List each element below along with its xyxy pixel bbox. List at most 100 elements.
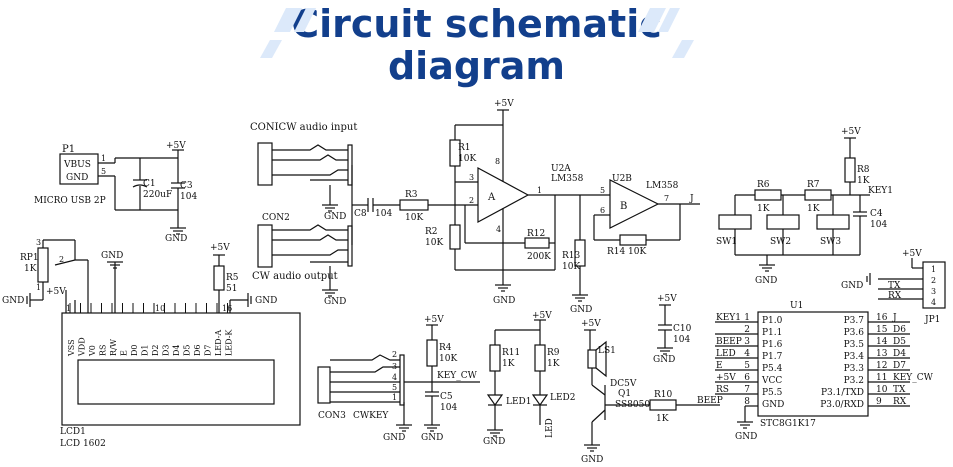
u1-left-pin-num: 5	[744, 361, 750, 371]
led-k-gnd-label: GND	[255, 296, 277, 306]
usb-pin-vbus: VBUS	[63, 160, 91, 170]
u1-left-pin-num: 6	[744, 373, 750, 383]
usb-gnd-label: GND	[165, 234, 187, 244]
u1-right-net: D5	[893, 337, 906, 347]
r14-val: 10K	[628, 247, 646, 257]
jp1-pin3: 3	[931, 287, 936, 296]
lcd-pin-n16: 16	[222, 304, 232, 313]
r5-val: 51	[226, 284, 237, 294]
c8-ref: C8	[354, 209, 367, 219]
u1-right-net: D7	[893, 361, 906, 371]
audio-output-label: CW audio output	[252, 271, 338, 282]
u2a-pin8: 8	[495, 157, 500, 166]
r8-5v-label: +5V	[841, 127, 861, 137]
r4-5v-label: +5V	[424, 315, 444, 325]
u2b-pin6: 6	[600, 206, 605, 215]
ls1-val: DC5V	[610, 379, 637, 389]
buzzer-driver	[584, 304, 720, 452]
c3-ref: C3	[180, 181, 193, 191]
cw-key-jack-con3	[317, 324, 480, 432]
u1-left-pin-num: 4	[744, 349, 750, 359]
banner-decoration	[260, 8, 694, 58]
u1-right-pin-name: P3.5	[844, 340, 865, 350]
mcu-u1	[715, 311, 910, 429]
lcd-module	[61, 312, 301, 426]
c10-val: 104	[673, 335, 690, 345]
rp1-pin2: 2	[59, 255, 64, 264]
c10-gnd-label: GND	[653, 355, 675, 365]
beep-net-label: BEEP	[697, 396, 723, 406]
u1-left-net: +5V	[716, 373, 736, 383]
usb-pin-gnd: GND	[66, 173, 88, 183]
r14-ref: R14	[607, 247, 626, 257]
u1-right-pin-num: 9	[876, 397, 882, 407]
u1-right-net: D6	[893, 325, 906, 335]
lcd-pin-label: E	[120, 350, 129, 356]
r11-val: 1K	[502, 359, 515, 369]
header-jp1	[866, 258, 946, 309]
rp1-pin1: 1	[36, 283, 41, 292]
u2b-pin7: 7	[664, 194, 669, 203]
u2a-pin4: 4	[496, 225, 501, 234]
r2-val: 10K	[425, 238, 443, 248]
u1-left-pin-name: GND	[762, 400, 784, 410]
c4-ref: C4	[870, 209, 883, 219]
c5-gnd-label: GND	[421, 433, 443, 443]
u2a-unit: A	[487, 192, 496, 203]
lcd-pin-label: D0	[130, 344, 139, 356]
u2a-ref: U2A	[551, 164, 571, 174]
opamp-gnd-label: GND	[493, 296, 515, 306]
u2a-pin1: 1	[537, 186, 542, 195]
rp1-5v-label: +5V	[46, 287, 66, 297]
con3-label: CWKEY	[353, 411, 389, 421]
r12-ref: R12	[527, 229, 545, 239]
lcd-pin-label: D1	[141, 344, 150, 356]
opamp-u2b	[572, 179, 700, 302]
lcd-pin-label: LED-A	[214, 330, 223, 356]
u1-right-pin-name: P3.6	[844, 328, 865, 338]
lcd-pin-label: LED-K	[225, 329, 234, 356]
u1-left-pin-name: VCC	[761, 376, 782, 386]
u1-right-net: J	[892, 313, 897, 323]
u1-right-pin-name: P3.2	[844, 376, 864, 386]
jp1-tx: TX	[888, 281, 901, 291]
u1-right-pin-num: 10	[876, 385, 888, 395]
c3-val: 104	[180, 192, 197, 202]
lcd-pin-label: RS	[99, 344, 108, 356]
u1-right-pin-num: 12	[876, 361, 887, 371]
key1-net-label: KEY1	[868, 186, 893, 196]
input-coupling	[352, 198, 478, 212]
u2b-ref: U2B	[612, 174, 632, 184]
lcd-pin-label: D7	[204, 344, 213, 356]
key-cw-net-label: KEY_CW	[437, 371, 478, 381]
c10-ref: C10	[673, 324, 692, 334]
lcd-pin-label: D2	[151, 344, 160, 356]
led2-ref: LED2	[550, 393, 576, 403]
u1-left-net: KEY1	[716, 313, 741, 323]
r6-val: 1K	[757, 204, 770, 214]
sw3-label: SW3	[820, 237, 841, 247]
jp1-5v-label: +5V	[902, 249, 922, 259]
sw1-label: SW1	[716, 237, 737, 247]
u1-right-net: D4	[893, 349, 906, 359]
u2b-pin5: 5	[600, 186, 605, 195]
led-5v-label: +5V	[532, 311, 552, 321]
u2a-part: LM358	[551, 174, 584, 184]
r3-ref: R3	[405, 190, 418, 200]
c4-val: 104	[870, 220, 887, 230]
u1-left-net: RS	[716, 385, 729, 395]
con1-gnd-label: GND	[324, 212, 346, 222]
u1-right-pin-num: 15	[876, 325, 888, 335]
led-indicators	[486, 319, 549, 437]
u1-right-net: RX	[893, 397, 907, 407]
u1-right-pin-name: P3.7	[844, 316, 865, 326]
u1-right-pin-name: P3.1/TXD	[821, 388, 864, 398]
con3-pin3: 3	[392, 362, 397, 371]
r10-ref: R10	[654, 390, 673, 400]
u1-right-pin-name: P3.0/RXD	[820, 400, 864, 410]
c5-ref: C5	[440, 392, 453, 402]
lcd-name: LCD 1602	[60, 439, 106, 449]
keyer-switch-network	[718, 137, 870, 272]
lcd-pin-label: D4	[172, 344, 181, 356]
u1-right-net: TX	[893, 385, 906, 395]
